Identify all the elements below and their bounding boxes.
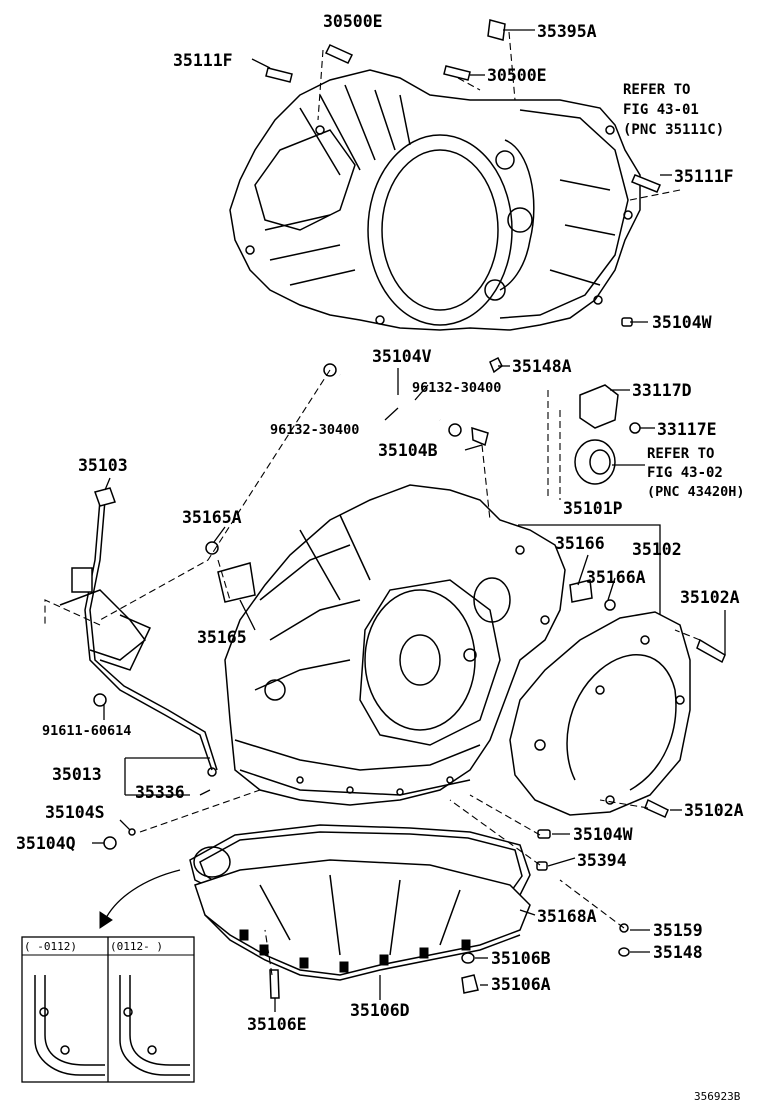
refer-to-label-1: REFER TO bbox=[623, 82, 690, 98]
label-35102a-lower: 35102A bbox=[684, 801, 744, 820]
label-35106a: 35106A bbox=[491, 975, 551, 994]
label-35102a-upper: 35102A bbox=[680, 588, 740, 607]
label-35165: 35165 bbox=[197, 628, 247, 647]
label-35148a: 35148A bbox=[512, 357, 572, 376]
oil-pan bbox=[194, 859, 531, 981]
label-35168a: 35168A bbox=[537, 907, 597, 926]
label-30500e-top: 30500E bbox=[323, 12, 383, 31]
small-parts bbox=[93, 19, 726, 999]
label-30500e-mid: 30500E bbox=[487, 66, 547, 85]
label-35106b: 35106B bbox=[491, 949, 551, 968]
refer-fig-label-2: FIG 43-02 bbox=[647, 465, 723, 481]
label-35166a: 35166A bbox=[586, 568, 646, 587]
label-35101p: 35101P bbox=[563, 499, 623, 518]
label-35166: 35166 bbox=[555, 534, 605, 553]
refer-to-label-2: REFER TO bbox=[647, 446, 714, 462]
transaxle-side-cover bbox=[509, 611, 691, 816]
inset-label-left: ( -0112) bbox=[24, 940, 77, 953]
transaxle-case-lower bbox=[224, 484, 566, 806]
label-35104w-top: 35104W bbox=[652, 313, 712, 332]
dipstick-tube bbox=[59, 487, 218, 777]
label-35395a: 35395A bbox=[537, 22, 597, 41]
label-91611-60614: 91611-60614 bbox=[42, 723, 131, 739]
transaxle-housing-upper bbox=[229, 69, 641, 331]
refer-fig-label-1: FIG 43-01 bbox=[623, 102, 699, 118]
refer-pnc-label-1: (PNC 35111C) bbox=[623, 122, 724, 138]
figure-code: 356923B bbox=[694, 1090, 741, 1103]
label-35394: 35394 bbox=[577, 851, 627, 870]
label-35111f-right: 35111F bbox=[674, 167, 734, 186]
label-35106e: 35106E bbox=[247, 1015, 307, 1034]
label-35336: 35336 bbox=[135, 783, 185, 802]
label-35106d: 35106D bbox=[350, 1001, 410, 1020]
refer-pnc-label-2: (PNC 43420H) bbox=[647, 484, 745, 500]
label-33117d: 33117D bbox=[632, 381, 692, 400]
dashed-leader-lines bbox=[44, 31, 701, 976]
label-35165a: 35165A bbox=[182, 508, 242, 527]
label-35102: 35102 bbox=[632, 540, 682, 559]
label-35104s: 35104S bbox=[45, 803, 105, 822]
label-33117e: 33117E bbox=[657, 420, 717, 439]
label-35104q: 35104Q bbox=[16, 834, 76, 853]
breather-hose bbox=[323, 363, 489, 447]
label-35013: 35013 bbox=[52, 765, 102, 784]
label-35159: 35159 bbox=[653, 921, 703, 940]
label-96132-lower: 96132-30400 bbox=[270, 422, 359, 438]
gasket-detail-inset bbox=[21, 846, 231, 1083]
leader-lines bbox=[92, 29, 726, 1012]
label-35103: 35103 bbox=[78, 456, 128, 475]
label-35111f-left: 35111F bbox=[173, 51, 233, 70]
label-96132-upper: 96132-30400 bbox=[412, 380, 501, 396]
inset-label-right: (0112- ) bbox=[110, 940, 163, 953]
label-35148: 35148 bbox=[653, 943, 703, 962]
label-35104w-lower: 35104W bbox=[573, 825, 633, 844]
label-35104b: 35104B bbox=[378, 441, 438, 460]
label-35104v: 35104V bbox=[372, 347, 432, 366]
